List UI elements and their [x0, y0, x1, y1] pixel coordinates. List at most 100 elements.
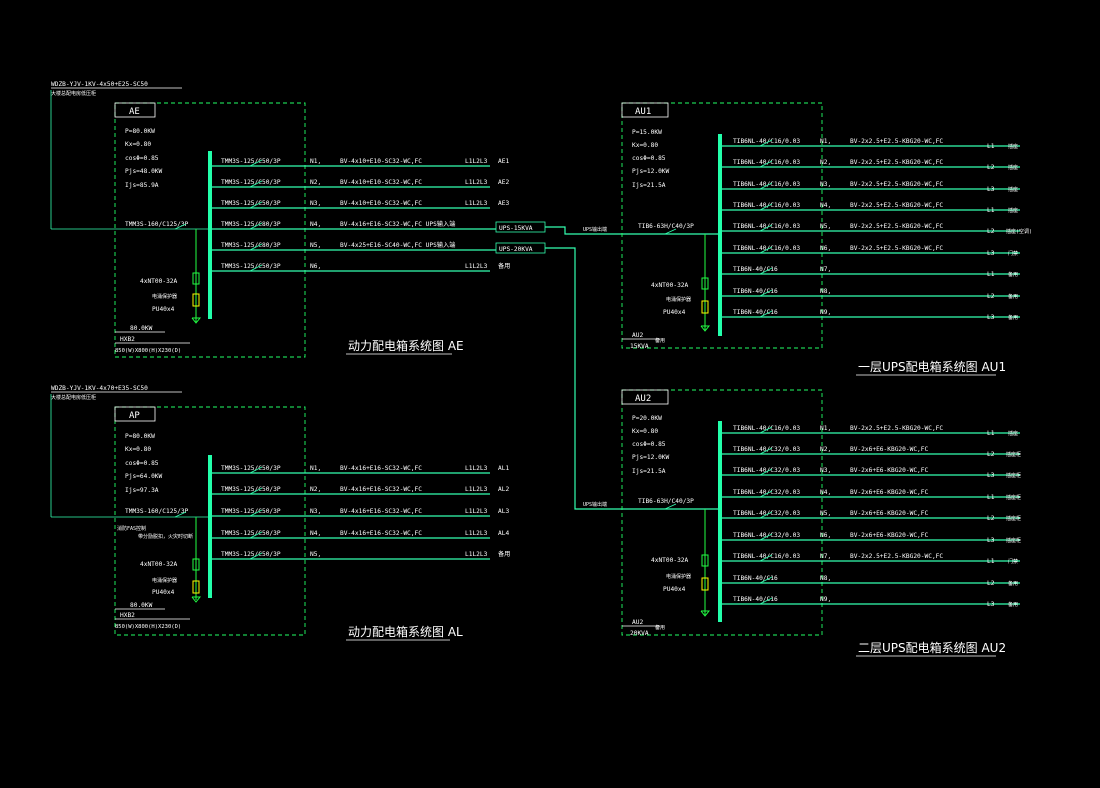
- svg-text:BV-2x2.5+E2.5-KBG20-WC,FC: BV-2x2.5+E2.5-KBG20-WC,FC: [850, 202, 943, 209]
- svg-text:L3: L3: [987, 537, 995, 544]
- svg-text:门禁: 门禁: [1008, 558, 1018, 565]
- ups-interconnect: [545, 226, 720, 510]
- au2-param-ijs: Ijs=21.5A: [632, 468, 666, 475]
- ap-circuit-1: TMM3S-125/C50/3P N1, BV-4x16+E16-SC32-WC…: [212, 465, 509, 474]
- svg-text:N5,: N5,: [820, 510, 831, 517]
- ae-enclosure-frame: [114, 102, 306, 358]
- svg-text:TIB6NL-40/C16/0.03: TIB6NL-40/C16/0.03: [733, 223, 800, 230]
- svg-text:N2,: N2,: [310, 179, 321, 186]
- au2-param-p: P=20.0KW: [632, 415, 662, 422]
- ap-param-pjs: Pjs=64.0KW: [125, 473, 163, 480]
- svg-text:AL1: AL1: [498, 465, 509, 472]
- svg-text:L3: L3: [987, 250, 995, 257]
- svg-text:TIB6NL-40/C16/0.03: TIB6NL-40/C16/0.03: [733, 425, 800, 432]
- ap-circuit-3: TMM3S-125/C50/3P N3, BV-4x16+E16-SC32-WC…: [212, 508, 509, 517]
- svg-text:TMM3S-125/C50/3P: TMM3S-125/C50/3P: [221, 158, 281, 165]
- svg-text:L1: L1: [987, 430, 995, 437]
- svg-text:插座柜: 插座柜: [1006, 494, 1021, 501]
- svg-text:N6,: N6,: [820, 245, 831, 252]
- svg-text:插座柜: 插座柜: [1006, 472, 1021, 479]
- au1-enclosure-frame: [621, 102, 823, 349]
- svg-text:UPS-20KVA: UPS-20KVA: [499, 246, 533, 253]
- svg-text:TIB6NL-40/C16/0.03: TIB6NL-40/C16/0.03: [733, 181, 800, 188]
- svg-text:N5,: N5,: [310, 551, 321, 558]
- svg-text:L1L2L3: L1L2L3: [465, 179, 488, 186]
- au1-panel-id: AU1: [635, 107, 651, 117]
- svg-text:BV-2x2.5+E2.5-KBG20-WC,FC: BV-2x2.5+E2.5-KBG20-WC,FC: [850, 159, 943, 166]
- svg-text:备用: 备用: [1008, 293, 1018, 300]
- svg-text:TIB6NL-40/C32/0.03: TIB6NL-40/C32/0.03: [733, 532, 800, 539]
- panel-ap: WDZB-YJV-1KV-4x70+E35-SC50 大楼总配电房低压柜 AP …: [50, 385, 510, 641]
- svg-text:TIB6N-40/C16: TIB6N-40/C16: [733, 266, 778, 273]
- ae-footer-size: 850(W)X800(H)X230(D): [115, 348, 181, 354]
- ae-feeder-note: 大楼总配电房低压柜: [51, 90, 96, 97]
- svg-text:TMM3S-125/C50/3P: TMM3S-125/C50/3P: [221, 465, 281, 472]
- svg-text:N8,: N8,: [820, 575, 831, 582]
- svg-text:BV-2x6+E6-KBG20-WC,FC: BV-2x6+E6-KBG20-WC,FC: [850, 467, 929, 474]
- ae-circuit-5: TMM3S-125/C80/3P N5, BV-4x25+E16-SC40-WC…: [212, 241, 546, 254]
- au1-param-cos: cosΦ=0.85: [632, 155, 666, 162]
- ap-param-p: P=80.0KW: [125, 433, 155, 440]
- svg-text:N1,: N1,: [310, 158, 321, 165]
- ae-circuit-4: TMM3S-125/C80/3P N4, BV-4x16+E16-SC32-WC…: [212, 220, 546, 233]
- ap-param-cos: cosΦ=0.85: [125, 460, 159, 467]
- svg-text:TIB6NL-40/C16/0.03: TIB6NL-40/C16/0.03: [733, 159, 800, 166]
- ae-param-kx: Kx=0.80: [125, 141, 151, 148]
- svg-text:TMM3S-125/C50/3P: TMM3S-125/C50/3P: [221, 486, 281, 493]
- svg-text:N3,: N3,: [820, 467, 831, 474]
- svg-text:TMM3S-125/C50/3P: TMM3S-125/C50/3P: [221, 263, 281, 270]
- svg-text:TMM3S-125/C50/3P: TMM3S-125/C50/3P: [221, 530, 281, 537]
- svg-text:N2,: N2,: [310, 486, 321, 493]
- au1-footer-note: 备用: [655, 337, 665, 344]
- ae-spd-label: 电涌保护器: [152, 293, 177, 300]
- au1-circuit-9: TIB6N-40/C16 N9, L3 备用: [722, 309, 1020, 321]
- au1-circuit-3: TIB6NL-40/C16/0.03 N3, BV-2x2.5+E2.5-KBG…: [722, 181, 1020, 193]
- svg-text:TMM3S-125/C50/3P: TMM3S-125/C50/3P: [221, 179, 281, 186]
- svg-text:TIB6N-40/C16: TIB6N-40/C16: [733, 288, 778, 295]
- au2-footer-note: 备用: [655, 624, 665, 631]
- svg-text:AE1: AE1: [498, 158, 509, 165]
- ap-spd-label: 电涌保护器: [152, 577, 177, 584]
- au2-circuit-2: TIB6NL-40/C32/0.03 N2, BV-2x6+E6-KBG20-W…: [722, 446, 1021, 458]
- svg-text:BV-4x10+E10-SC32-WC,FC: BV-4x10+E10-SC32-WC,FC: [340, 179, 422, 186]
- panel-au2: AU2 P=20.0KW Kx=0.80 cosΦ=0.85 Pjs=12.0K…: [583, 389, 1021, 657]
- au1-circuit-2: TIB6NL-40/C16/0.03 N2, BV-2x2.5+E2.5-KBG…: [722, 159, 1020, 171]
- svg-text:L1: L1: [987, 207, 995, 214]
- au1-main-breaker: TIB6-63H/C40/3P: [638, 223, 694, 230]
- svg-text:BV-4x16+E16-SC32-WC,FC: BV-4x16+E16-SC32-WC,FC: [340, 486, 422, 493]
- svg-text:L1L2L3: L1L2L3: [465, 158, 488, 165]
- ae-circuit-6: TMM3S-125/C50/3P N6, L1L2L3 备用: [212, 262, 510, 272]
- svg-text:N7,: N7,: [820, 266, 831, 273]
- au1-circuit-6: TIB6NL-40/C16/0.03 N6, BV-2x2.5+E2.5-KBG…: [722, 245, 1020, 257]
- ae-title: 动力配电箱系统图 AE: [348, 338, 464, 353]
- ap-param-kx: Kx=0.80: [125, 446, 151, 453]
- svg-text:TIB6N-40/C16: TIB6N-40/C16: [733, 575, 778, 582]
- svg-text:N8,: N8,: [820, 288, 831, 295]
- svg-text:AL2: AL2: [498, 486, 509, 493]
- svg-text:插座柜: 插座柜: [1006, 515, 1021, 522]
- au2-circuit-7: TIB6NL-40/C16/0.03 N7, BV-2x2.5+E2.5-KBG…: [722, 553, 1020, 565]
- au1-footer-kw: AU2: [632, 332, 643, 339]
- ae-circuit-3: TMM3S-125/C50/3P N3, BV-4x10+E10-SC32-WC…: [212, 200, 509, 209]
- svg-text:N4,: N4,: [310, 221, 321, 228]
- svg-text:BV-2x2.5+E2.5-KBG20-WC,FC: BV-2x2.5+E2.5-KBG20-WC,FC: [850, 425, 943, 432]
- svg-text:L2: L2: [987, 293, 995, 300]
- svg-text:BV-2x2.5+E2.5-KBG20-WC,FC: BV-2x2.5+E2.5-KBG20-WC,FC: [850, 553, 943, 560]
- svg-text:N9,: N9,: [820, 596, 831, 603]
- svg-text:插座: 插座: [1008, 430, 1018, 437]
- svg-text:TIB6N-40/C16: TIB6N-40/C16: [733, 596, 778, 603]
- ae-param-pjs: Pjs=48.0KW: [125, 168, 163, 175]
- svg-text:BV-4x16+E16-SC32-WC,FC UPS输入端: BV-4x16+E16-SC32-WC,FC UPS输入端: [340, 220, 455, 228]
- ap-circuit-4: TMM3S-125/C50/3P N4, BV-4x16+E16-SC32-WC…: [212, 530, 509, 539]
- svg-text:插座柜: 插座柜: [1006, 537, 1021, 544]
- au1-circuit-7: TIB6N-40/C16 N7, L1 备用: [722, 266, 1020, 278]
- ap-main-note: 消防FAS控制: [117, 525, 146, 532]
- svg-text:N7,: N7,: [820, 553, 831, 560]
- svg-text:L3: L3: [987, 186, 995, 193]
- svg-text:L1L2L3: L1L2L3: [465, 200, 488, 207]
- au1-circuit-8: TIB6N-40/C16 N8, L2 备用: [722, 288, 1020, 300]
- svg-text:BV-2x6+E6-KBG20-WC,FC: BV-2x6+E6-KBG20-WC,FC: [850, 510, 929, 517]
- au1-feed-label: UPS输出端: [583, 226, 607, 233]
- ae-feeder-cable: WDZB-YJV-1KV-4x50+E25-SC50: [51, 81, 148, 88]
- svg-text:L3: L3: [987, 472, 995, 479]
